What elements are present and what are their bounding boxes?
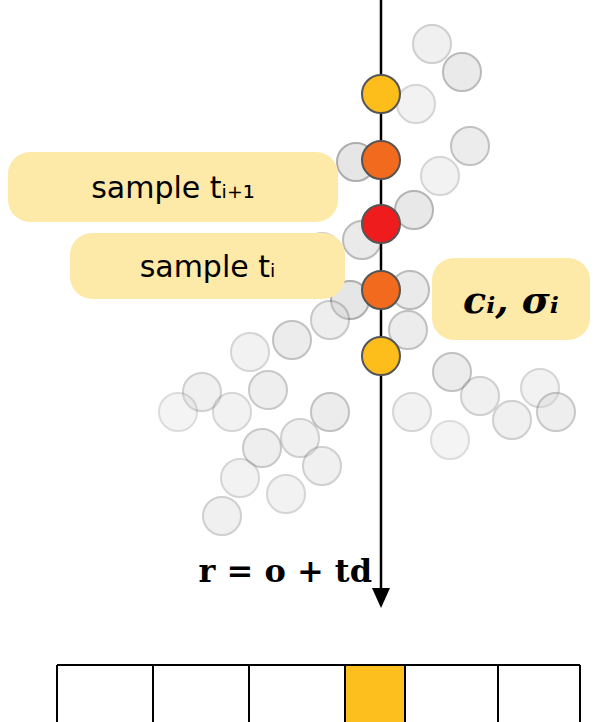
ray-arrowhead xyxy=(372,588,390,608)
label-box: cᵢ, σᵢ xyxy=(432,258,590,340)
box-text: sample tᵢ₊₁ xyxy=(91,170,255,205)
ray-samples xyxy=(362,75,400,375)
box-text: sample tᵢ xyxy=(140,249,276,284)
label-box: sample tᵢ xyxy=(70,233,345,299)
label-box: sample tᵢ₊₁ xyxy=(8,152,338,222)
box-text: cᵢ, σᵢ xyxy=(463,277,559,322)
ray-equation: r = o + td xyxy=(198,552,372,590)
pixel-grid xyxy=(57,665,580,722)
